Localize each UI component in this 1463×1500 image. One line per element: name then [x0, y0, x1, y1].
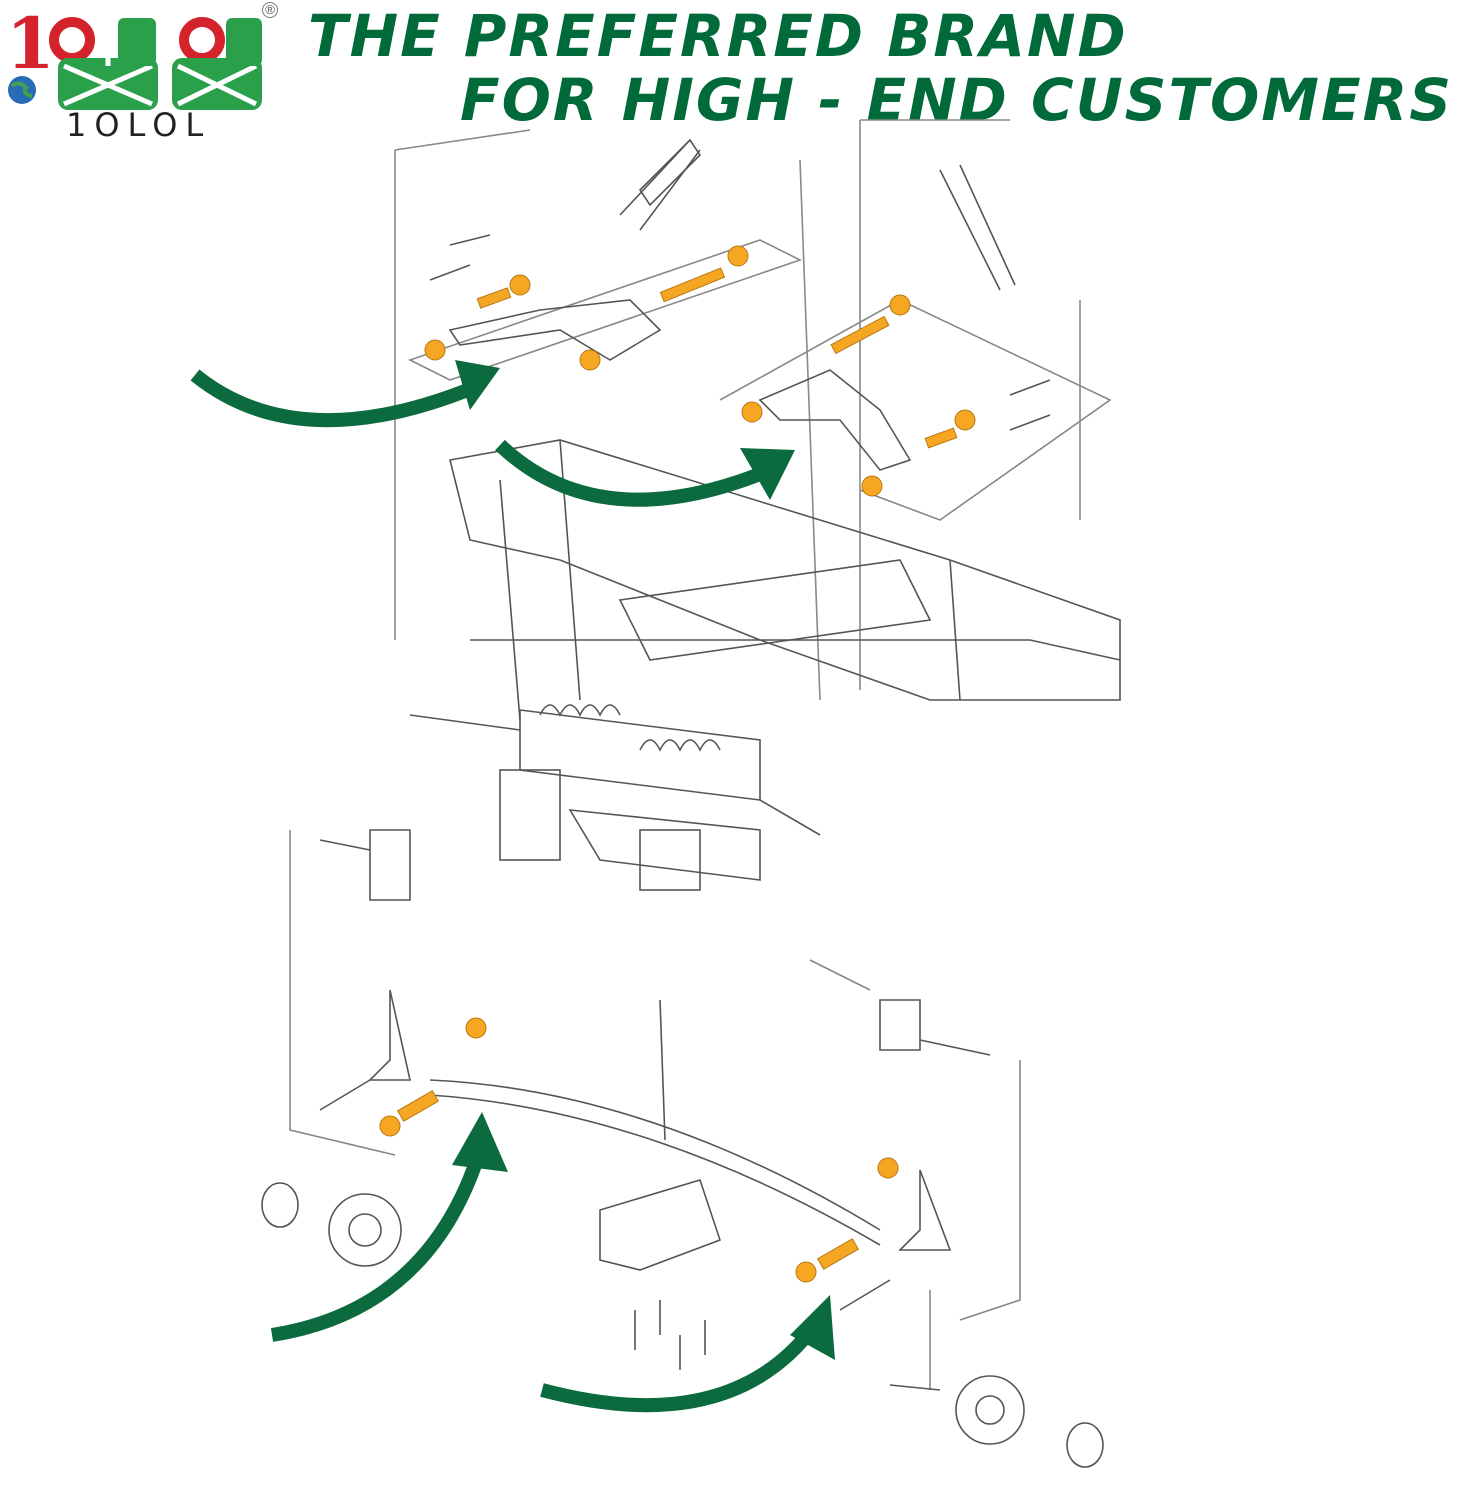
- bushing-icon: [465, 1017, 487, 1039]
- frame-line-art: [261, 119, 1121, 1468]
- bushing-icon: [861, 475, 883, 497]
- callout-arrow-icon: [495, 439, 773, 507]
- brand-name: 1OLOL: [66, 106, 212, 144]
- svg-text:1: 1: [6, 10, 55, 85]
- bushing-parts: [379, 245, 976, 1283]
- bushing-icon: [795, 1261, 817, 1283]
- bushing-icon: [954, 409, 976, 431]
- bushing-icon: [816, 1238, 860, 1270]
- bushing-icon: [424, 339, 446, 361]
- bushing-icon: [579, 349, 601, 371]
- bushing-icon: [924, 427, 958, 449]
- bushing-icon: [889, 294, 911, 316]
- bushing-icon: [727, 245, 749, 267]
- bushing-icon: [659, 267, 726, 303]
- headline-line-2: FOR HIGH - END CUSTOMERS: [460, 66, 1454, 134]
- bushing-icon: [476, 287, 512, 309]
- bushing-icon: [509, 274, 531, 296]
- registered-mark: ®: [262, 2, 278, 18]
- callout-arrow-icon: [270, 1147, 487, 1342]
- bushing-icon: [741, 401, 763, 423]
- bushing-icon: [877, 1157, 899, 1179]
- callout-arrows: [190, 360, 835, 1413]
- bushing-icon: [396, 1090, 440, 1122]
- bushing-icon: [830, 315, 890, 355]
- bushing-icon: [379, 1115, 401, 1137]
- callout-arrow-icon: [190, 369, 483, 428]
- callout-arrow-icon: [540, 1320, 821, 1413]
- brand-logo: 1 ® 1OLOL: [0, 0, 290, 160]
- logo-mark-icon: 1: [6, 10, 262, 110]
- headline-line-1: THE PREFERRED BRAND: [308, 2, 1128, 70]
